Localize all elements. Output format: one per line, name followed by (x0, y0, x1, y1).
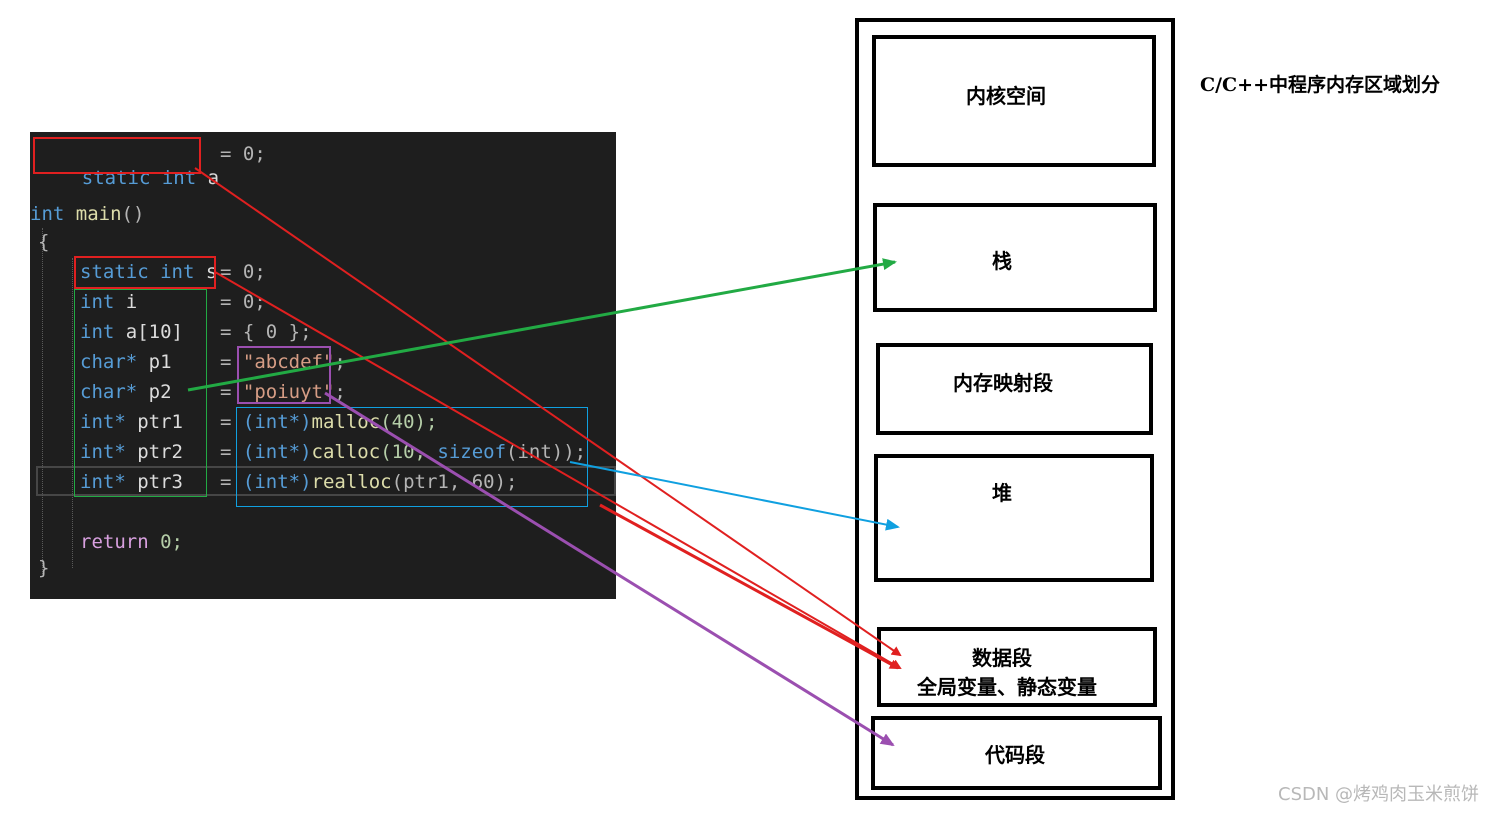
identifier-i: i (125, 291, 138, 313)
malloc-args: (40); (380, 411, 438, 433)
identifier-array-a: a[10] (125, 321, 183, 343)
segment-stack-label: 栈 (992, 249, 1012, 273)
code-line-6: int a[10] (80, 320, 183, 344)
segment-heap-label: 堆 (992, 481, 1012, 505)
arrow-global-static-to-data (194, 167, 902, 657)
segment-data (877, 627, 1157, 707)
watermark: CSDN @烤鸡肉玉米煎饼 (1278, 784, 1480, 805)
stack-vars-highlight (74, 289, 207, 497)
memory-layout-frame (855, 18, 1175, 800)
cast-int-ptr: (int*) (242, 471, 312, 493)
code-line-11: int* ptr3 (80, 470, 183, 494)
keyword-int-ptr: int* (80, 471, 126, 493)
segment-data-label: 数据段 (972, 646, 1032, 670)
function-main: main (75, 203, 122, 225)
segment-data-sublabel: 全局变量、静态变量 (917, 675, 1097, 699)
assign-zero: = 0; (220, 291, 266, 313)
parens: () (121, 203, 145, 225)
identifier-p1: p1 (148, 351, 172, 373)
static-global-highlight (33, 137, 201, 174)
return-value: 0; (160, 531, 183, 553)
code-line-7: char* p1 (80, 350, 172, 374)
segment-kernel-space (872, 35, 1156, 167)
sizeof-arg: (int)); (506, 441, 587, 463)
assign-op: = (220, 441, 232, 463)
assign-op: = (220, 471, 232, 493)
arrow-alloc-to-heap (569, 461, 900, 531)
heap-alloc-highlight (236, 407, 588, 507)
code-line-6-value: = { 0 }; (220, 320, 312, 344)
keyword-int: int (160, 261, 195, 283)
assign-op: = (220, 411, 232, 433)
keyword-return: return (80, 531, 149, 553)
code-line-1-value: = 0; (220, 142, 266, 166)
code-line-4: static int s (80, 260, 217, 284)
code-line-9: int* ptr1 (80, 410, 183, 434)
realloc-args: (ptr1, 60); (391, 471, 518, 493)
code-line-8-value: = "poiuyt"; (220, 380, 346, 404)
keyword-int-ptr: int* (80, 411, 126, 433)
semicolon: ; (334, 381, 346, 403)
array-initializer: = { 0 }; (220, 321, 312, 343)
identifier-ptr1: ptr1 (137, 411, 183, 433)
assign-zero: = 0; (220, 261, 266, 283)
arrow-local-static-to-data (214, 271, 902, 670)
code-line-3: { (38, 230, 49, 254)
string-literal-highlight (237, 346, 331, 404)
arrow-string-to-data (599, 503, 900, 670)
code-line-10: int* ptr2 (80, 440, 183, 464)
diagram-title: C/C++中程序内存区域划分 (1200, 74, 1441, 96)
code-line-8: char* p2 (80, 380, 172, 404)
segment-heap (874, 454, 1154, 582)
code-line-4-value: = 0; (220, 260, 266, 284)
arrow-literal-to-code (324, 391, 895, 747)
function-calloc: calloc (311, 441, 381, 463)
segment-code (871, 716, 1162, 790)
arrow-locals-to-stack (187, 258, 897, 392)
cast-int-ptr: (int*) (242, 411, 312, 433)
cast-int-ptr: (int*) (242, 441, 312, 463)
code-line-2: int main() (30, 202, 144, 226)
segment-mmap (876, 343, 1153, 435)
keyword-static: static (80, 261, 149, 283)
code-line-5: int i (80, 290, 137, 314)
function-realloc: realloc (311, 471, 392, 493)
code-line-10-value: = (int*)calloc(10, sizeof(int)); (220, 440, 586, 464)
code-line-12: return 0; (80, 530, 183, 554)
assign-op: = (220, 351, 232, 373)
code-line-13: } (38, 556, 49, 580)
indent-guide (42, 228, 43, 574)
identifier-s: s (205, 261, 218, 283)
calloc-arg-count: (10, (380, 441, 426, 463)
assign-zero: = 0; (220, 143, 266, 165)
string-poiuyt: "poiuyt" (242, 381, 335, 403)
identifier-a: a (207, 167, 220, 189)
identifier-ptr2: ptr2 (137, 441, 183, 463)
identifier-p2: p2 (148, 381, 172, 403)
keyword-char-ptr: char* (80, 381, 138, 403)
keyword-int: int (80, 291, 115, 313)
open-brace: { (38, 231, 50, 253)
keyword-int-ptr: int* (80, 441, 126, 463)
keyword-int: int (80, 321, 115, 343)
current-line-highlight (36, 466, 616, 496)
code-line-5-value: = 0; (220, 290, 266, 314)
assign-op: = (220, 381, 232, 403)
segment-stack (873, 203, 1157, 312)
indent-guide (72, 258, 73, 568)
segment-kernel-label: 内核空间 (966, 84, 1046, 108)
identifier-ptr3: ptr3 (137, 471, 183, 493)
code-editor: static int a = 0; int main() { static in… (30, 132, 616, 599)
code-line-11-value: = (int*)realloc(ptr1, 60); (220, 470, 517, 494)
segment-mmap-label: 内存映射段 (953, 371, 1053, 395)
keyword-int: int (30, 203, 65, 225)
keyword-char-ptr: char* (80, 351, 138, 373)
segment-code-label: 代码段 (985, 743, 1045, 767)
keyword-sizeof: sizeof (437, 441, 507, 463)
close-brace: } (38, 557, 50, 579)
